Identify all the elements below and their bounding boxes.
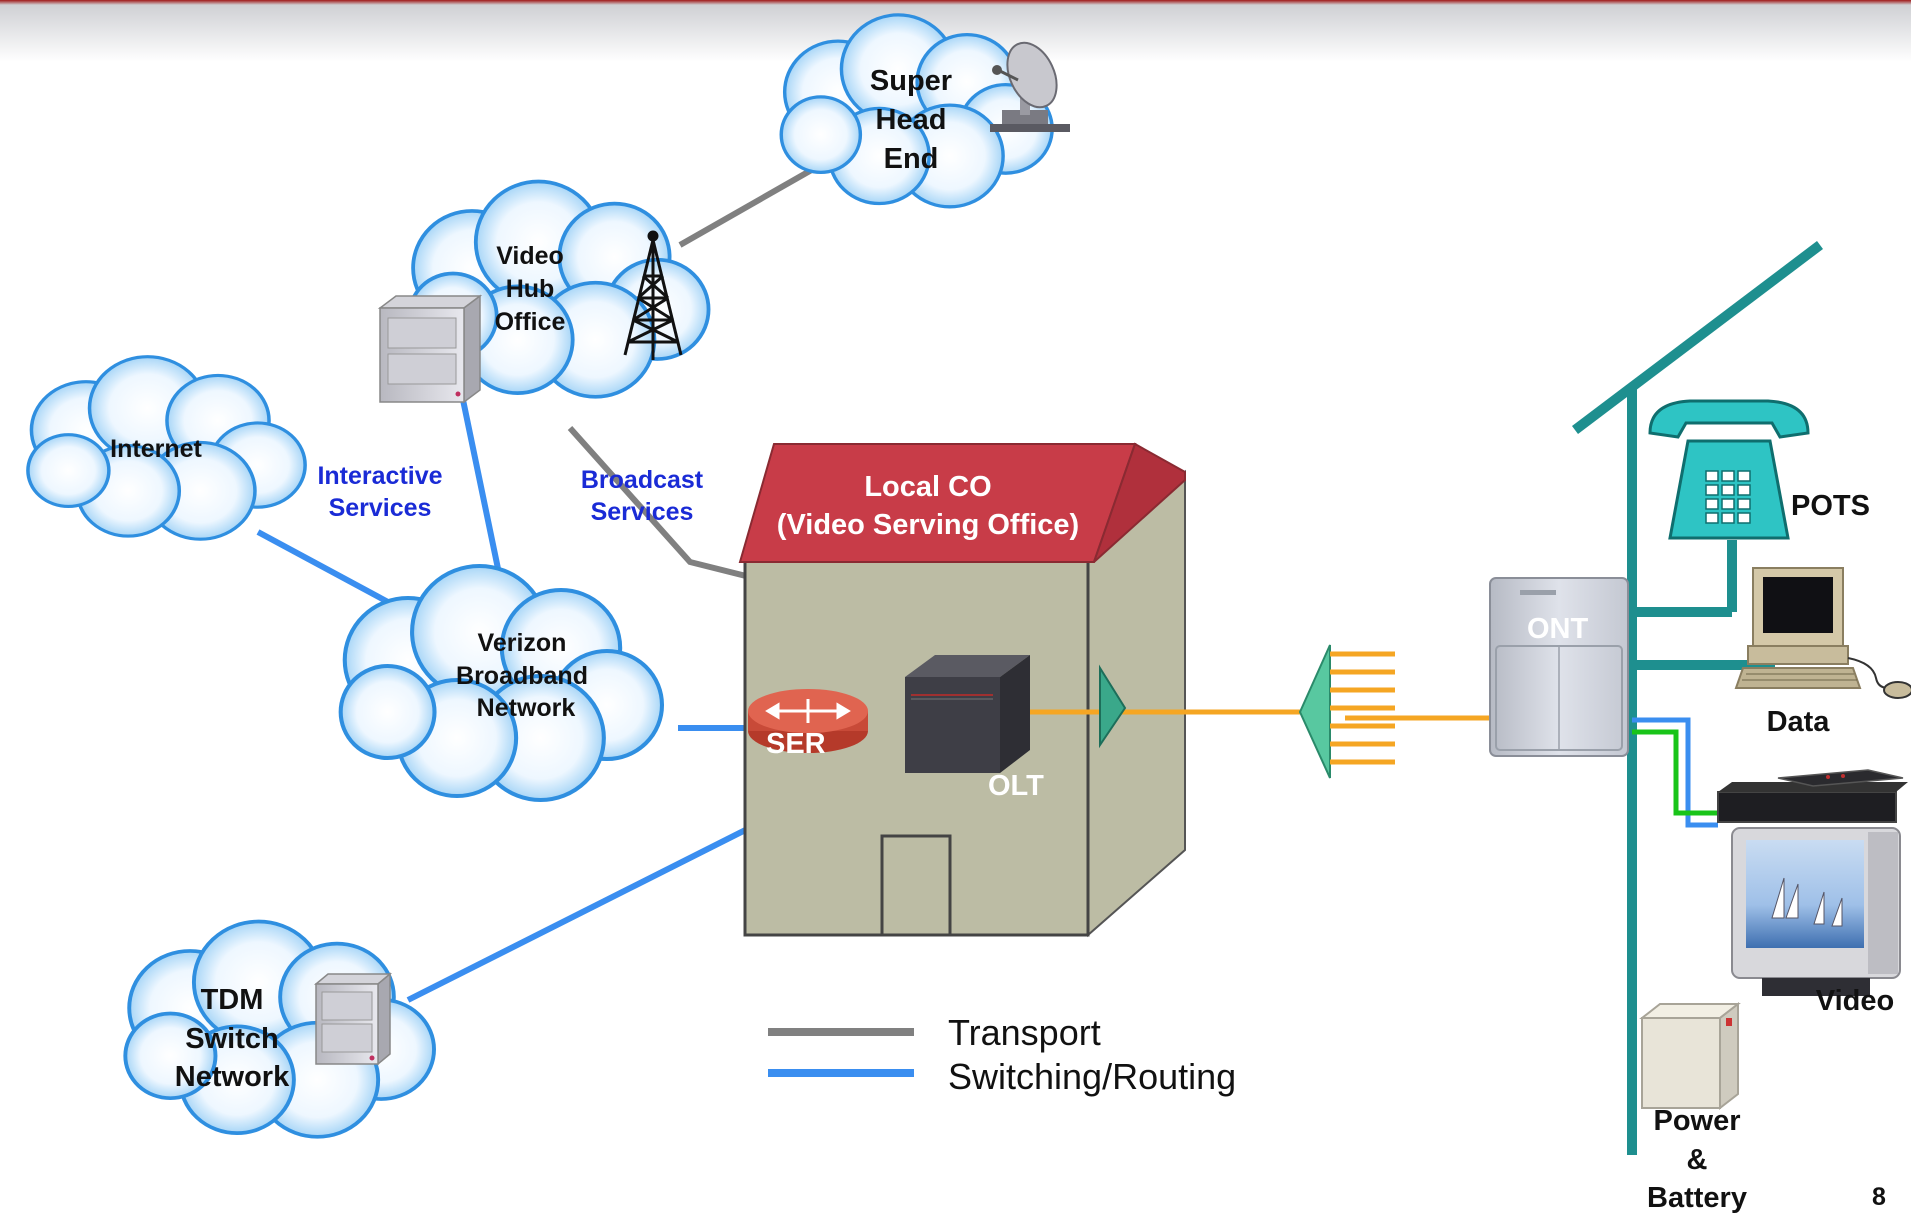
super-head-end-label-3: End — [884, 143, 939, 175]
interactive-services-label-1: Interactive — [317, 462, 442, 490]
video-cables — [1632, 717, 1718, 828]
endpoint-labels: POTS Data Video Power & Battery 8 — [1647, 490, 1894, 1214]
vho-label-2: Hub — [506, 275, 555, 303]
ont-label: ONT — [1527, 613, 1589, 645]
olt-chassis-icon — [905, 655, 1030, 773]
equipment-rack-icon — [377, 294, 483, 404]
data-label: Data — [1767, 706, 1831, 738]
ser-label: SER — [766, 728, 826, 760]
broadcast-services-label-1: Broadcast — [581, 466, 704, 494]
cloud-labels: Super Head End Video Hub Office Internet… — [110, 65, 952, 1093]
splitter-wedge-icon — [1099, 664, 1127, 749]
service-labels: Interactive Services Broadcast Services — [317, 462, 703, 526]
building-labels: Local CO (Video Serving Office) SER OLT … — [766, 471, 1589, 802]
local-co-label-1: Local CO — [864, 471, 991, 503]
tdm-label-2: Switch — [185, 1023, 278, 1055]
building-door — [880, 834, 952, 937]
power-label-2: & — [1687, 1144, 1708, 1176]
satellite-dish-icon — [990, 41, 1070, 132]
transport-line-she-vho — [678, 165, 817, 248]
legend: Transport Switching/Routing — [768, 1012, 1236, 1097]
internet-label: Internet — [110, 435, 202, 463]
super-head-end-label-2: Head — [876, 104, 947, 136]
battery-ups-icon — [1639, 1001, 1741, 1111]
verizon-label-3: Network — [477, 694, 576, 722]
local-co-label-2: (Video Serving Office) — [777, 509, 1079, 541]
legend-switching-label: Switching/Routing — [948, 1056, 1236, 1097]
vho-label-1: Video — [496, 242, 564, 270]
ont-box-icon — [1489, 577, 1629, 757]
splitter-icon — [1298, 644, 1395, 779]
fiber-lines — [1030, 709, 1495, 721]
telephone-icon — [1648, 399, 1810, 540]
computer-icon — [1734, 567, 1911, 699]
radio-tower-icon — [623, 230, 683, 360]
power-label-3: Battery — [1647, 1182, 1747, 1214]
olt-label: OLT — [988, 770, 1044, 802]
switching-line-vho-verizon — [459, 394, 505, 589]
page-number: 8 — [1872, 1183, 1886, 1211]
set-top-box-icon — [1717, 769, 1908, 823]
television-icon — [1731, 827, 1901, 996]
tdm-label-3: Network — [175, 1061, 290, 1093]
power-label-1: Power — [1653, 1105, 1740, 1137]
pots-label: POTS — [1791, 490, 1870, 522]
house-outline — [1571, 241, 1824, 1155]
interactive-services-label-2: Services — [329, 494, 432, 522]
tdm-rack-icon — [313, 972, 393, 1066]
verizon-label-1: Verizon — [478, 629, 567, 657]
tdm-label-1: TDM — [201, 984, 264, 1016]
router-icon — [748, 689, 868, 753]
video-label: Video — [1816, 985, 1894, 1017]
super-head-end-label-1: Super — [870, 65, 952, 97]
legend-transport-label: Transport — [948, 1012, 1101, 1053]
verizon-label-2: Broadband — [456, 662, 588, 690]
vho-label-3: Office — [495, 308, 566, 336]
broadcast-services-label-2: Services — [591, 498, 694, 526]
